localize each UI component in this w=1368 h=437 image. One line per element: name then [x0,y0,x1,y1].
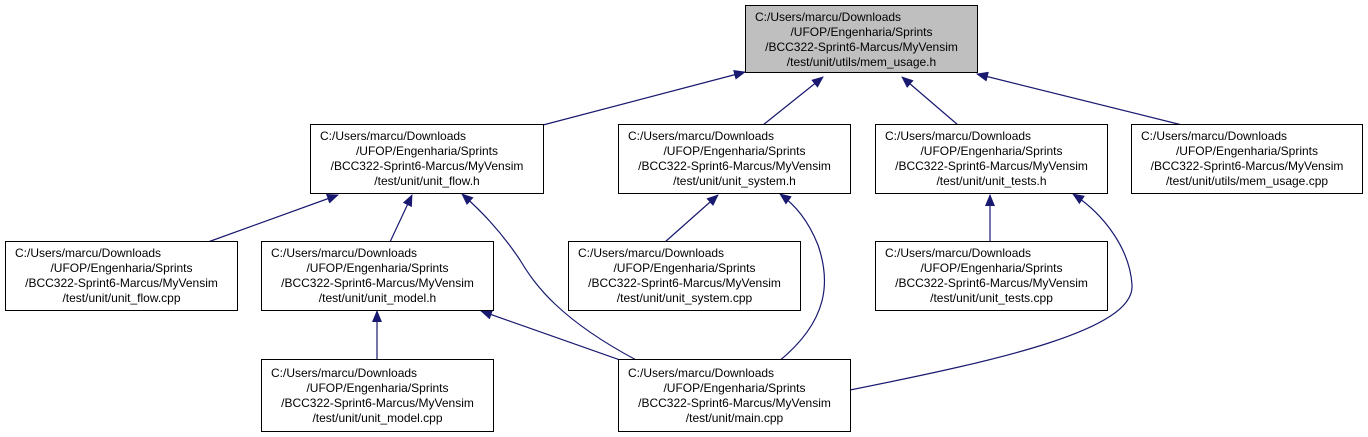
node-line: /BCC322-Sprint6-Marcus/MyVensim [281,276,474,290]
edge-unit-flow-cpp-to-unit-flow-h [207,194,339,243]
edge-main-cpp-to-unit-flow-h [461,193,641,363]
node-line: C:/Users/marcu/Downloads [885,246,1032,260]
node-main-cpp[interactable]: C:/Users/marcu/Downloads /UFOP/Engenhari… [618,359,851,432]
node-unit-flow-h[interactable]: C:/Users/marcu/Downloads /UFOP/Engenhari… [310,124,544,194]
node-line: /test/unit/main.cpp [685,411,784,425]
node-line: C:/Users/marcu/Downloads [1141,129,1288,143]
node-line: /UFOP/Engenharia/Sprints [790,25,933,39]
node-mem-usage-cpp[interactable]: C:/Users/marcu/Downloads /UFOP/Engenhari… [1131,124,1363,194]
edge-mem-usage-cpp-to-mem-usage-h [976,71,1183,126]
node-mem-usage-h: C:/Users/marcu/Downloads /UFOP/Engenhari… [745,5,978,73]
edge-main-cpp-to-unit-tests-h [849,193,1133,391]
node-line: /test/unit/unit_flow.cpp [62,291,181,305]
node-line: /BCC322-Sprint6-Marcus/MyVensim [281,396,474,410]
node-line: C:/Users/marcu/Downloads [271,366,418,380]
node-line: /BCC322-Sprint6-Marcus/MyVensim [330,159,524,173]
node-line: /UFOP/Engenharia/Sprints [920,144,1063,158]
node-line: C:/Users/marcu/Downloads [885,129,1032,143]
node-line: C:/Users/marcu/Downloads [755,10,902,24]
node-line: /test/unit/utils/mem_usage.h [786,55,937,69]
edge-main-cpp-to-unit-system-h [777,193,826,363]
node-line: /UFOP/Engenharia/Sprints [306,381,449,395]
node-line: /test/unit/unit_system.cpp [616,291,753,305]
node-line: /test/unit/unit_system.h [673,174,796,188]
node-line: /BCC322-Sprint6-Marcus/MyVensim [765,40,958,54]
node-line: /BCC322-Sprint6-Marcus/MyVensim [1150,159,1344,173]
node-unit-system-cpp[interactable]: C:/Users/marcu/Downloads /UFOP/Engenhari… [568,241,801,311]
node-unit-system-h[interactable]: C:/Users/marcu/Downloads /UFOP/Engenhari… [618,124,851,194]
edge-unit-tests-h-to-mem-usage-h [901,76,959,126]
node-line: /UFOP/Engenharia/Sprints [613,261,756,275]
node-unit-model-h[interactable]: C:/Users/marcu/Downloads /UFOP/Engenhari… [261,241,494,311]
node-unit-tests-h[interactable]: C:/Users/marcu/Downloads /UFOP/Engenhari… [875,124,1108,194]
node-line: C:/Users/marcu/Downloads [271,246,418,260]
node-line: /BCC322-Sprint6-Marcus/MyVensim [588,276,781,290]
node-unit-tests-cpp[interactable]: C:/Users/marcu/Downloads /UFOP/Engenhari… [875,241,1108,311]
node-line: C:/Users/marcu/Downloads [628,129,775,143]
edge-unit-system-cpp-to-unit-system-h [664,194,719,243]
node-line: /BCC322-Sprint6-Marcus/MyVensim [895,159,1088,173]
node-line: /test/unit/unit_tests.cpp [930,291,1053,305]
node-line: /UFOP/Engenharia/Sprints [1175,144,1319,158]
node-line: /test/unit/unit_flow.h [374,174,480,188]
node-unit-flow-cpp[interactable]: C:/Users/marcu/Downloads /UFOP/Engenhari… [5,241,238,311]
node-line: /BCC322-Sprint6-Marcus/MyVensim [895,276,1088,290]
node-unit-model-cpp[interactable]: C:/Users/marcu/Downloads /UFOP/Engenhari… [261,359,494,432]
edge-unit-model-h-to-unit-flow-h [389,194,413,243]
edge-unit-system-h-to-mem-usage-h [762,76,824,126]
node-line: /UFOP/Engenharia/Sprints [355,144,499,158]
node-line: C:/Users/marcu/Downloads [320,129,467,143]
node-line: /test/unit/utils/mem_usage.cpp [1165,174,1329,188]
node-line: /test/unit/unit_model.cpp [312,411,443,425]
edge-main-cpp-to-unit-model-h [480,309,641,368]
node-line: /UFOP/Engenharia/Sprints [920,261,1063,275]
node-line: C:/Users/marcu/Downloads [15,246,162,260]
node-line: /UFOP/Engenharia/Sprints [663,381,806,395]
node-line: C:/Users/marcu/Downloads [578,246,725,260]
node-line: /UFOP/Engenharia/Sprints [50,261,193,275]
node-line: /test/unit/unit_tests.h [936,174,1047,188]
node-line: /BCC322-Sprint6-Marcus/MyVensim [25,276,218,290]
edge-unit-flow-h-to-mem-usage-h [542,69,746,126]
node-line: /test/unit/unit_model.h [318,291,437,305]
node-line: /BCC322-Sprint6-Marcus/MyVensim [638,396,831,410]
node-line: /BCC322-Sprint6-Marcus/MyVensim [638,159,831,173]
node-line: C:/Users/marcu/Downloads [628,366,775,380]
node-line: /UFOP/Engenharia/Sprints [306,261,449,275]
node-line: /UFOP/Engenharia/Sprints [663,144,806,158]
